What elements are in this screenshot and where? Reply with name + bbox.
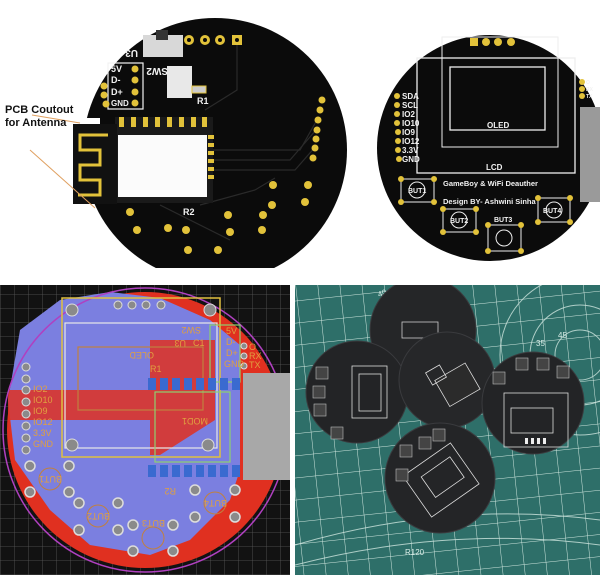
mat-label-35: 35	[536, 339, 545, 348]
cad-but1: BUT1	[39, 474, 62, 484]
pin-5v: 5V	[226, 326, 237, 336]
photo-pcb-right	[481, 351, 585, 455]
designer-credit: Design BY- Ashwini Sinha	[443, 197, 536, 206]
cad-but2: BUT2	[87, 511, 110, 521]
oled-label: OLED	[487, 121, 509, 130]
pin-io2: IO2	[33, 384, 48, 394]
pin-gnd: GND	[33, 439, 54, 449]
top-left-pcb-render: U3 SW2 5V D- D+ GND R1 R2 PCB Coutout fo…	[5, 18, 347, 268]
bottom-right-photo: 40 35 45 R120	[295, 285, 600, 575]
display-footprint	[64, 322, 218, 449]
pin-3v3: 3.3V	[402, 146, 419, 155]
r2-label: R2	[164, 486, 176, 496]
usb-pin-block	[107, 62, 144, 110]
u3-label: U3	[125, 47, 138, 58]
display-outline-outer	[441, 36, 559, 148]
pin-o: O	[586, 80, 590, 86]
bottom-left-pcb-layout: MOD1 OLED R1 R2 C1 SW2 U3 IO2 IO10 IO9 I…	[0, 285, 290, 575]
annotation-line-bottom	[29, 149, 96, 209]
pcb-board-top	[83, 18, 347, 268]
pin-sda: SDA	[402, 92, 419, 101]
r2-label: R2	[183, 207, 195, 217]
svg-text:BUT3: BUT3	[494, 217, 512, 224]
pin-io2: IO2	[402, 110, 415, 119]
pin-dminus: D-	[226, 337, 236, 347]
sw2-label: SW2	[146, 65, 168, 76]
battery-connector	[580, 107, 600, 202]
pin-io12: IO12	[402, 137, 420, 146]
module-label: MOD1	[182, 416, 208, 426]
pin-rx: RX	[586, 87, 594, 93]
lcd-footprint	[61, 297, 221, 458]
oled-outline	[449, 66, 546, 131]
cad-but3: BUT3	[142, 518, 165, 528]
pin-tx: TX	[249, 360, 261, 370]
pin-scl: SCL	[402, 101, 418, 110]
pin-label-dminus: D-	[111, 75, 121, 85]
battery-connector	[243, 373, 290, 480]
antenna-annotation-line1: PCB Coutout	[5, 104, 74, 116]
pin-3v3: 3.3V	[33, 428, 52, 438]
module-footprint	[154, 391, 231, 463]
r1-label: R1	[197, 96, 209, 106]
pin-io12: IO12	[33, 417, 53, 427]
photo-pcb-middle	[398, 331, 496, 429]
button-but2: BUT2	[440, 206, 479, 235]
top-right-pcb-render: OLED LCD SDA SCL IO2 IO10 IO9 IO12 3.3V …	[377, 35, 600, 261]
mat-label-45: 45	[558, 331, 567, 340]
u3-label: U3	[174, 338, 186, 348]
oled-label: OLED	[129, 350, 154, 360]
photo-pcb-front	[384, 422, 496, 534]
c1-label: C1	[193, 338, 205, 348]
svg-text:BUT1: BUT1	[408, 188, 426, 195]
pin-rx: RX	[249, 351, 262, 361]
svg-text:BUT2: BUT2	[450, 218, 468, 225]
pin-label-dplus: D+	[111, 87, 123, 97]
lcd-outline	[416, 57, 576, 174]
sw2-label: SW2	[181, 325, 201, 335]
pin-dplus: D+	[226, 348, 238, 358]
r1-label: R1	[150, 364, 162, 374]
pin-io9: IO9	[402, 128, 415, 137]
mat-label-r120: R120	[405, 548, 425, 557]
antenna-annotation-line2: for Antenna	[5, 117, 67, 129]
pin-gnd-usb: GND	[224, 359, 245, 369]
board-title: GameBoy & WiFi Deauther	[443, 179, 538, 188]
button-but3: BUT3	[485, 217, 524, 254]
button-but1: BUT1	[398, 176, 437, 205]
annotation-line-top	[31, 114, 81, 124]
pin-io10: IO10	[402, 119, 420, 128]
lcd-label: LCD	[486, 163, 503, 172]
svg-text:BUT4: BUT4	[543, 208, 561, 215]
pin-tx: TX	[586, 94, 593, 100]
button-but4: BUT4	[535, 195, 573, 225]
pin-o: O	[249, 342, 256, 352]
slide-switch	[143, 35, 183, 57]
pin-label-5v: 5V	[111, 64, 122, 74]
cad-but4: BUT4	[204, 498, 227, 508]
antenna-trace	[78, 133, 108, 197]
pin-gnd: GND	[402, 155, 420, 164]
pin-label-gnd: GND	[111, 99, 129, 108]
pin-io10: IO10	[33, 395, 53, 405]
pin-io9: IO9	[33, 406, 48, 416]
photo-pcb-left	[305, 340, 409, 444]
mat-label-40: 40	[377, 287, 389, 299]
